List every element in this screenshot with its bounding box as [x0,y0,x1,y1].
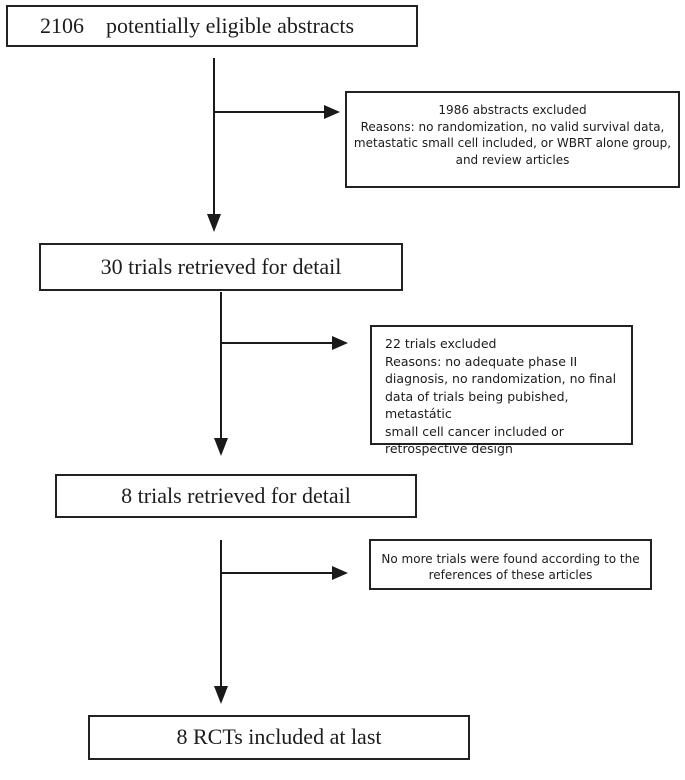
box-trials-retrieved-30: 30 trials retrieved for detail [39,243,403,291]
box-trials-excluded: 22 trials excluded Reasons: no adequate … [370,325,633,456]
arrow-to-trials-excluded [221,336,348,350]
box-trials-retrieved-8: 8 trials retrieved for detail [55,474,417,518]
arrowhead-right-2 [332,336,348,350]
arrowhead-down-3 [214,686,228,704]
box-no-more-trials: No more trials were found according to t… [369,539,652,590]
arrow-to-no-more-trials [221,566,348,580]
arrowhead-down-1 [207,214,221,232]
arrow-to-abstracts-excluded [214,105,340,119]
arrowhead-right-1 [324,105,340,119]
arrowhead-right-3 [332,566,348,580]
box-rcts-included: 8 RCTs included at last [88,715,470,760]
box-abstracts-excluded: 1986 abstracts excluded Reasons: no rand… [345,91,680,188]
box-eligible-abstracts: 2106 potentially eligible abstracts [6,5,418,47]
arrowhead-down-2 [214,438,228,456]
arrow-abstracts-to-trials30 [207,58,221,232]
arrow-trials8-to-rcts [214,540,228,704]
arrow-trials30-to-trials8 [214,292,228,456]
